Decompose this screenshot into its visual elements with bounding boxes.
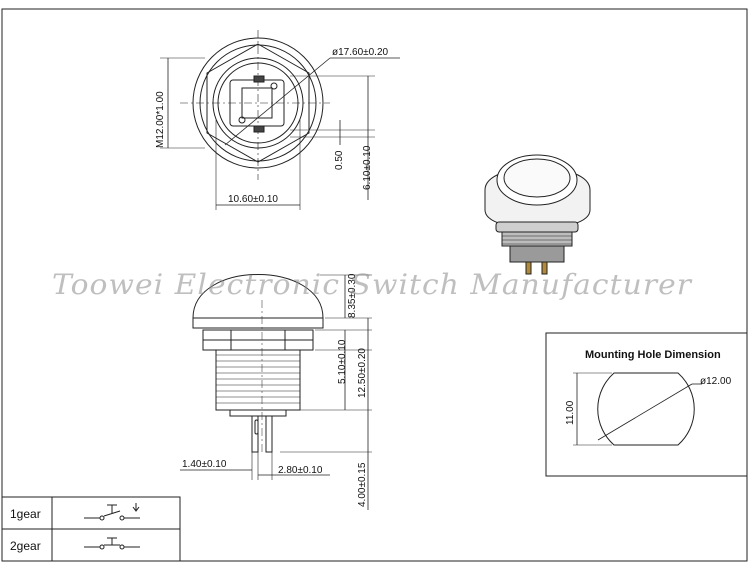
mounting-hole-title: Mounting Hole Dimension	[585, 349, 721, 361]
gear-row-2-label: 2gear	[10, 539, 41, 553]
dim-pin-length: 6.10±0.10	[362, 145, 373, 190]
dim-terminal-height: 4.00±0.15	[357, 462, 368, 507]
dim-width: 10.60±0.10	[228, 194, 278, 205]
dim-cap-height: 8.35±0.30	[347, 273, 358, 318]
gear-row-1-label: 1gear	[10, 507, 41, 521]
dim-terminal-pitch: 2.80±0.10	[278, 465, 323, 476]
dim-offset: 0.50	[334, 150, 345, 170]
mounting-hole-box	[545, 332, 748, 477]
dim-nut-height: 5.10±0.10	[337, 339, 348, 384]
top-view	[160, 30, 400, 210]
mounting-hole-diameter: ø12.00	[700, 376, 732, 387]
gear-2-symbol-icon	[84, 537, 140, 550]
mounting-hole-flat: 11.00	[565, 400, 576, 425]
watermark: Toowei Electronic Switch Manufacturer	[52, 268, 693, 301]
switch-photo	[484, 154, 591, 275]
dim-top-diameter: ø17.60±0.20	[332, 47, 389, 58]
dim-body-length: 12.50±0.20	[357, 348, 368, 398]
gear-table	[1, 496, 181, 562]
side-view	[180, 274, 372, 510]
dim-terminal-width: 1.40±0.10	[182, 459, 227, 470]
drawing-frame	[1, 8, 748, 562]
dim-thread: M12.00*1.00	[155, 91, 166, 148]
gear-1-symbol-icon	[84, 503, 140, 521]
mounting-hole-shape	[573, 372, 702, 446]
